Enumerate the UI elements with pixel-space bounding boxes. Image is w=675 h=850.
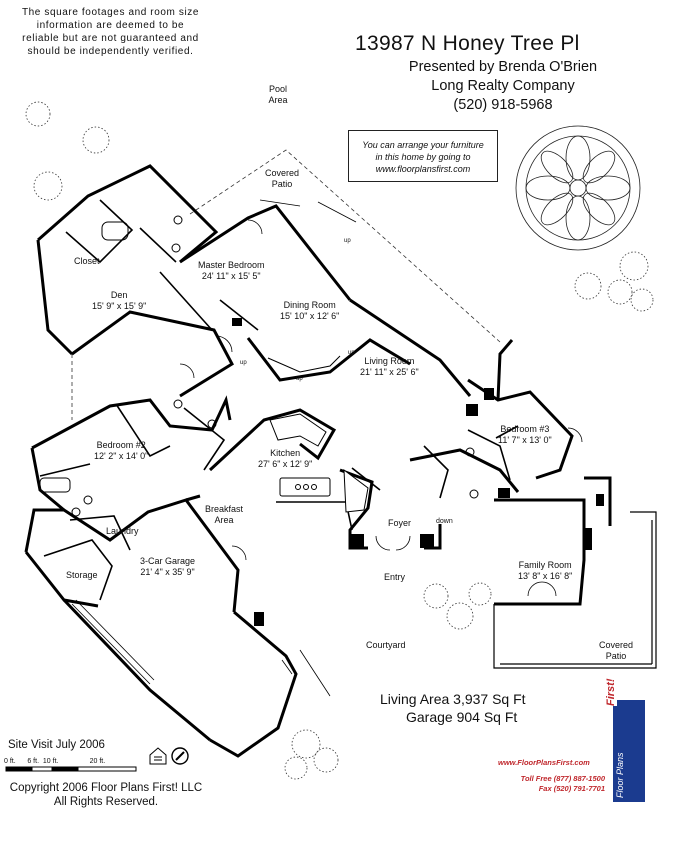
room-bedroom-3: Bedroom #3 11' 7" x 13' 0" <box>498 424 552 446</box>
presented-by: Presented by Brenda O'Brien <box>408 59 598 75</box>
room-pool-area: Pool Area <box>263 84 293 106</box>
room-name: Den <box>110 290 128 300</box>
room-name: Entry <box>384 572 406 582</box>
room-name: Covered Patio <box>598 640 634 661</box>
room-covered-patio-bottom: Covered Patio <box>596 640 636 662</box>
equal-housing-icon <box>149 747 167 765</box>
disclaimer-line: reliable but are not guaranteed and <box>22 33 199 44</box>
copyright: Copyright 2006 Floor Plans First! LLC <box>9 782 203 794</box>
stair-label: down <box>436 518 453 525</box>
room-name: Courtyard <box>366 640 406 650</box>
room-name: Dining Room <box>283 300 336 310</box>
disclaimer-line: information are deemed to be <box>36 20 185 31</box>
room-dining-room: Dining Room 15' 10" x 12' 6" <box>280 300 339 322</box>
room-dimensions: 21' 4" x 35' 9" <box>140 567 195 577</box>
company-name: Long Realty Company <box>431 78 575 94</box>
room-kitchen: Kitchen 27' 6" x 12' 9" <box>258 448 312 470</box>
scale-bar <box>5 766 137 772</box>
stair-label-up: up <box>296 374 303 385</box>
room-name: Living Room <box>364 356 415 366</box>
square-footage-summary: Living Area 3,937 Sq Ft Garage 904 Sq Ft <box>380 690 526 726</box>
stair-label-up: up <box>344 236 351 247</box>
note-line: You can arrange your furniture <box>362 140 484 150</box>
website-link[interactable]: www.FloorPlansFirst.com <box>498 758 590 767</box>
copyright-block: Copyright 2006 Floor Plans First! LLC Al… <box>6 781 206 809</box>
room-name: Foyer <box>388 518 412 528</box>
room-name: Bedroom #3 <box>500 424 550 434</box>
room-garage: 3-Car Garage 21' 4" x 35' 9" <box>140 556 195 578</box>
room-dimensions: 12' 2" x 14' 0" <box>94 451 149 461</box>
living-area: Living Area 3,937 Sq Ft <box>380 691 526 707</box>
agent-phone: (520) 918-5968 <box>453 97 553 113</box>
property-address: 13987 N Honey Tree Pl <box>355 32 580 55</box>
presenter-block: Presented by Brenda O'Brien Long Realty … <box>368 58 638 115</box>
room-name: Breakfast Area <box>204 504 244 525</box>
stair-label: up <box>240 360 247 366</box>
compass-icon <box>171 747 189 765</box>
disclaimer: The square footages and room size inform… <box>8 6 213 58</box>
room-closet: Closet <box>74 256 100 267</box>
room-den: Den 15' 9" x 15' 9" <box>92 290 146 312</box>
room-storage: Storage <box>66 570 98 581</box>
room-bedroom-2: Bedroom #2 12' 2" x 14' 0" <box>94 440 148 462</box>
stair-label-up: up <box>348 348 355 359</box>
disclaimer-line: should be independently verified. <box>27 46 194 57</box>
room-entry: Entry <box>384 572 405 583</box>
toll-free: Toll Free (877) 887-1500 <box>520 774 605 783</box>
room-master-bedroom: Master Bedroom 24' 11" x 15' 5" <box>198 260 265 282</box>
stair-label: up <box>348 350 355 356</box>
room-name: Bedroom #2 <box>96 440 146 450</box>
disclaimer-line: The square footages and room size <box>21 7 200 18</box>
room-name: Master Bedroom <box>198 260 265 270</box>
room-dimensions: 15' 10" x 12' 6" <box>280 311 340 321</box>
room-dimensions: 13' 8" x 16' 8" <box>518 571 573 581</box>
room-name: Covered Patio <box>264 168 300 189</box>
garage-area: Garage 904 Sq Ft <box>406 709 518 725</box>
room-dimensions: 27' 6" x 12' 9" <box>258 459 313 469</box>
room-name: Closet <box>74 256 100 266</box>
floor-plans-first-logo: Floor Plans First! <box>605 678 645 802</box>
room-dimensions: 15' 9" x 15' 9" <box>92 301 147 311</box>
tree-icon <box>515 125 641 251</box>
furniture-note-box: You can arrange your furniture in this h… <box>348 130 498 182</box>
room-covered-patio-top: Covered Patio <box>262 168 302 190</box>
note-line: in this home by going to <box>375 152 471 162</box>
scale-labels: 0 ft. 6 ft. 10 ft. 20 ft. <box>4 758 106 765</box>
contact-phones: Toll Free (877) 887-1500 Fax (520) 791-7… <box>507 774 605 794</box>
room-laundry: Laundry <box>106 526 139 537</box>
room-dimensions: 24' 11" x 15' 5" <box>201 271 261 281</box>
stair-label: up <box>296 376 303 382</box>
site-visit-date: Site Visit July 2006 <box>8 739 105 751</box>
shrub-icon <box>25 101 654 780</box>
room-name: Pool Area <box>268 84 288 105</box>
rights: All Rights Reserved. <box>53 796 159 808</box>
stair-label: up <box>344 238 351 244</box>
room-breakfast-area: Breakfast Area <box>204 504 244 526</box>
stair-label-down: down <box>436 516 453 527</box>
room-foyer: Foyer <box>388 518 411 529</box>
room-name: Kitchen <box>270 448 301 458</box>
room-name: 3-Car Garage <box>140 556 196 566</box>
fax: Fax (520) 791-7701 <box>538 784 605 793</box>
note-line: www.floorplansfirst.com <box>375 164 471 174</box>
room-dimensions: 11' 7" x 13' 0" <box>498 435 552 445</box>
room-name: Storage <box>66 570 98 580</box>
logo-text: Floor Plans <box>615 752 625 798</box>
room-name: Laundry <box>106 526 139 536</box>
room-courtyard: Courtyard <box>366 640 406 651</box>
logo-brand: First! <box>605 678 617 706</box>
room-name: Family Room <box>518 560 572 570</box>
room-dimensions: 21' 11" x 25' 6" <box>360 367 419 377</box>
room-living-room: Living Room 21' 11" x 25' 6" <box>360 356 419 378</box>
room-family-room: Family Room 13' 8" x 16' 8" <box>518 560 572 582</box>
stair-label-up: up <box>240 358 247 369</box>
